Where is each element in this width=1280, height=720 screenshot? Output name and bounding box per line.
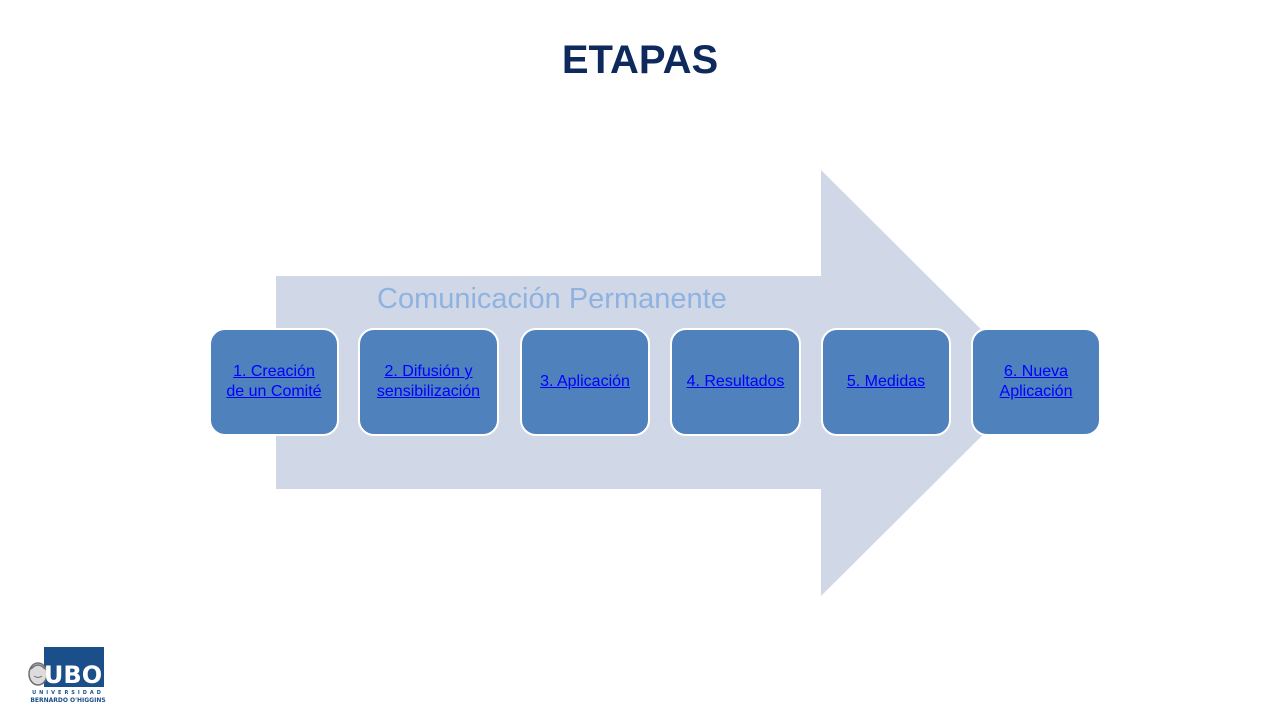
step-box-1: 1. Creación de un Comité (209, 328, 339, 436)
arrow-shape (276, 170, 1035, 596)
logo-mark: UBO (44, 661, 102, 689)
step-link-5[interactable]: 5. Medidas (846, 373, 926, 390)
step-link-3[interactable]: 3. Aplicación (540, 373, 630, 390)
step-link-4[interactable]: 4. Resultados (686, 373, 785, 390)
step-box-2: 2. Difusión y sensibilización (358, 328, 499, 436)
step-link-1[interactable]: 1. Creación de un Comité (226, 363, 322, 400)
step-box-5: 5. Medidas (821, 328, 951, 436)
slide-title: ETAPAS (561, 38, 719, 82)
logo-name-text: BERNARDO O'HIGGINS (30, 697, 106, 704)
portrait-icon (28, 662, 48, 686)
university-portrait-logo-icon: UBO (28, 647, 104, 689)
step-box-3: 3. Aplicación (520, 328, 650, 436)
step-link-2[interactable]: 2. Difusión y sensibilización (376, 363, 481, 400)
step-link-6[interactable]: 6. Nueva Aplicación (999, 363, 1073, 400)
logo-university-text: UNIVERSIDAD (32, 690, 104, 696)
arrow-label: Comunicación Permanente (377, 283, 727, 315)
step-box-6: 6. Nueva Aplicación (971, 328, 1101, 436)
ubo-logo: UBO UNIVERSIDAD BERNARDO O'HIGGINS (26, 645, 110, 707)
logo-blue-block (44, 647, 104, 687)
step-box-4: 4. Resultados (670, 328, 801, 436)
